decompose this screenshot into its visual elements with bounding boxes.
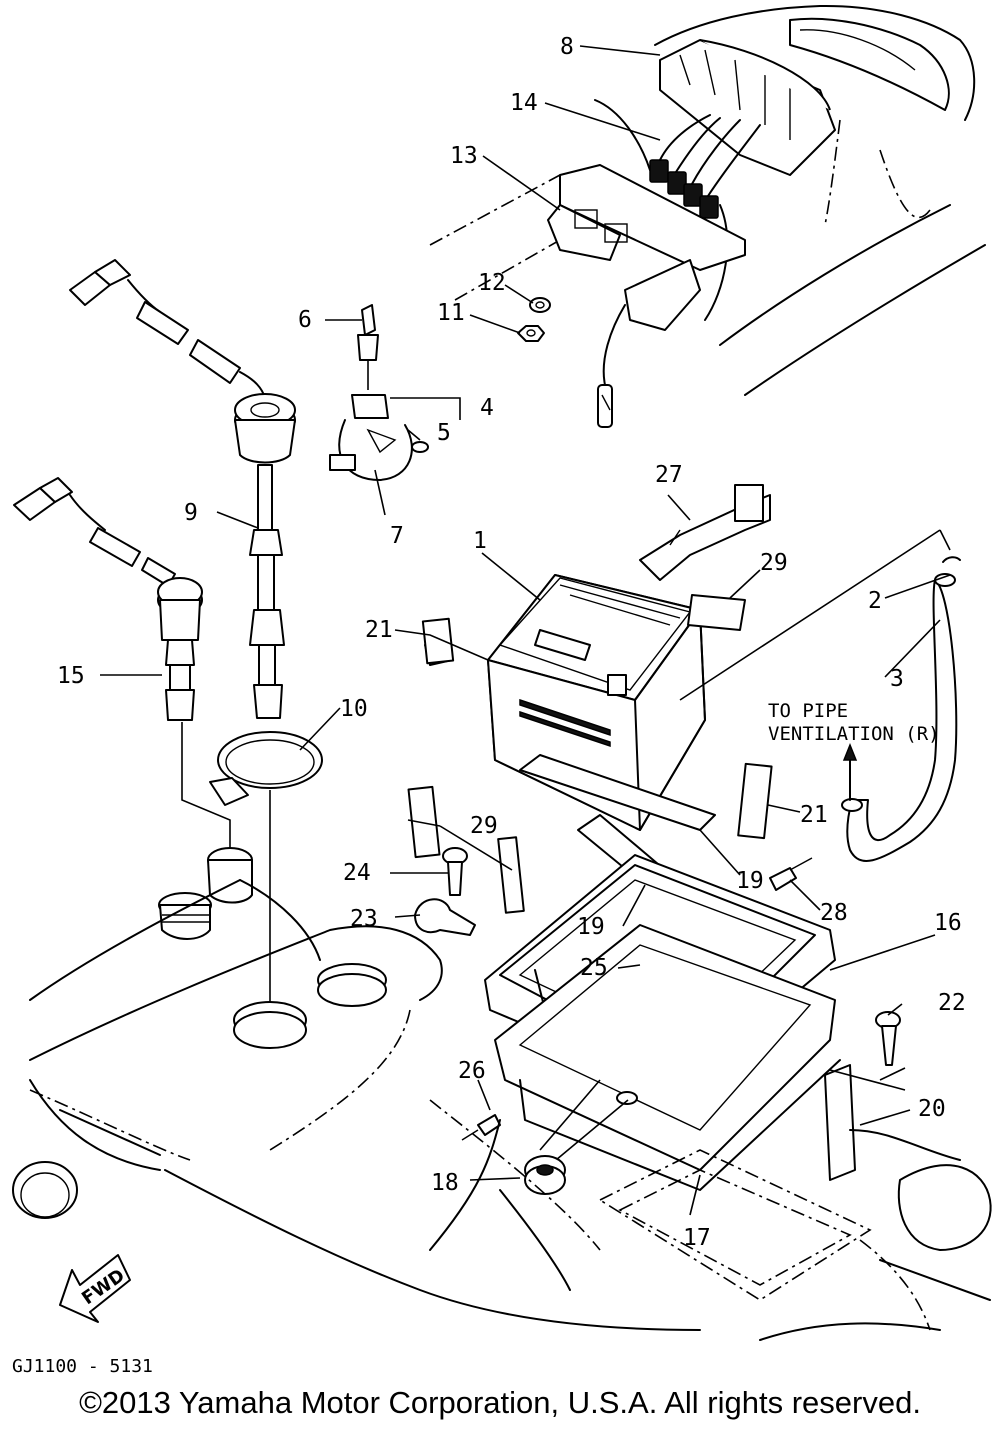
callout-29-top: 29 (760, 550, 788, 576)
callout-2: 2 (868, 588, 882, 614)
parts-4-7-clamp-band (329, 304, 461, 481)
callout-24: 24 (343, 860, 371, 886)
callout-7: 7 (390, 523, 404, 549)
callout-21-left: 21 (365, 617, 393, 643)
callout-9: 9 (184, 500, 198, 526)
parts-16-17-battery-box (484, 854, 856, 1191)
callout-16: 16 (934, 910, 962, 936)
callout-28: 28 (820, 900, 848, 926)
part-8-tail-lamp (659, 39, 836, 176)
callout-4: 4 (480, 395, 494, 421)
callout-14: 14 (510, 90, 538, 116)
callout-17: 17 (683, 1225, 711, 1251)
callout-5: 5 (437, 420, 451, 446)
lower-hull (29, 879, 992, 1341)
fwd-arrow: FWD (59, 1254, 131, 1323)
note-line-1: TO PIPE (768, 700, 848, 722)
callout-19-left: 19 (577, 914, 605, 940)
callout-15: 15 (57, 663, 85, 689)
part-18-grommet (524, 1155, 566, 1195)
callout-labels: 8 14 13 12 11 6 4 5 7 9 15 10 1 27 29 2 … (57, 34, 966, 1251)
callout-26: 26 (458, 1058, 486, 1084)
part-13-bracket (547, 164, 746, 428)
copyright-notice: ©2013 Yamaha Motor Corporation, U.S.A. A… (79, 1385, 921, 1420)
parts-11-12-nut-washer (517, 297, 551, 342)
callout-leaders (100, 45, 951, 1216)
callout-29-bottom: 29 (470, 813, 498, 839)
callout-22: 22 (938, 990, 966, 1016)
callout-21-right: 21 (800, 802, 828, 828)
callout-23: 23 (350, 906, 378, 932)
callout-19-right: 19 (736, 868, 764, 894)
part-27-bracket (639, 484, 771, 581)
callout-27: 27 (655, 462, 683, 488)
callout-13: 13 (450, 143, 478, 169)
parts-2-3-vent-hose (679, 529, 961, 862)
part-15-harness-sensor (13, 477, 231, 850)
callout-8: 8 (560, 34, 574, 60)
callout-12: 12 (478, 270, 506, 296)
callout-3: 3 (890, 666, 904, 692)
callout-25: 25 (580, 955, 608, 981)
hull-grommets (12, 847, 387, 1219)
rear-hull-top (429, 4, 986, 396)
callout-10: 10 (340, 696, 368, 722)
callout-18: 18 (431, 1170, 459, 1196)
callout-11: 11 (437, 300, 465, 326)
part-9-harness-sensor (69, 259, 296, 719)
callout-1: 1 (473, 528, 487, 554)
part-14-connectors (649, 114, 761, 321)
drawing-code: GJ1100 - 5131 (12, 1356, 153, 1377)
callout-6: 6 (298, 307, 312, 333)
note-line-2: VENTILATION (R) (768, 723, 940, 745)
callout-20: 20 (918, 1096, 946, 1122)
